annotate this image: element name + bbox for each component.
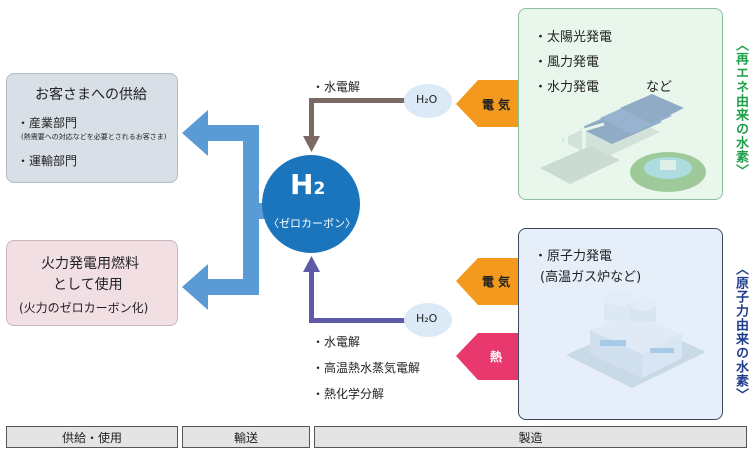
electricity-label-bottom: 電 気 [482,275,511,289]
thermal-line1: 火力発電用燃料 [41,256,139,272]
renewable-item-solar: ・太陽光発電 [534,30,613,45]
top-water-arrow [303,98,410,152]
renewable-box [518,8,723,200]
renewable-item-etc: など [646,80,673,95]
supply-customers-box: お客さまへの供給 ・産業部門 (熱需要への対応などを必要とされるお客さま) ・運… [6,73,178,183]
water-label-top: H₂O [416,93,438,106]
hydrogen-symbol: H2 [290,168,326,201]
thermal-fuel-box: 火力発電用燃料 として使用 (火力のゼロカーボン化) [6,240,178,326]
supply-item-transport: ・運輸部門 [17,154,78,168]
water-ellipse-top [404,84,452,118]
renewable-item-hydro: ・水力発電 [534,80,600,95]
footer-supply-use: 供給・使用 [6,426,178,448]
bottom-process-1: ・水電解 [312,335,361,349]
bottom-water-arrow [303,256,410,323]
bottom-process-2: ・高温熱水蒸気電解 [312,361,421,375]
thermal-line3: (火力のゼロカーボン化) [19,301,149,315]
water-ellipse-bottom [404,303,452,337]
heat-label: 熱 [490,350,503,364]
supply-arrows [182,110,265,310]
hydrogen-subscript: 2 [313,179,326,199]
thermal-line2: として使用 [53,277,123,293]
renewable-side-label: 〈再エネ由来の水素〉 [733,38,748,178]
water-label-bottom: H₂O [416,312,438,325]
nuclear-box [518,228,723,420]
heat-arrow [456,333,518,380]
nuclear-side-label: 〈原子力由来の水素〉 [733,262,748,402]
electricity-label-top: 電 気 [482,98,511,112]
supply-title: お客さまへの供給 [35,87,147,103]
renewable-item-wind: ・風力発電 [534,55,600,70]
electricity-arrow-bottom [456,258,518,305]
nuclear-item-htgr: (高温ガス炉など) [540,270,642,285]
footer-production: 製造 [314,426,747,448]
bottom-process-3: ・熱化学分解 [312,387,385,401]
hydrogen-circle [262,155,360,253]
top-process-label: ・水電解 [312,80,361,94]
nuclear-item-power: ・原子力発電 [534,249,613,264]
electricity-arrow-top [456,80,518,127]
supply-item-industry: ・産業部門 [17,116,78,130]
supply-item-industry-note: (熱需要への対応などを必要とされるお客さま) [21,133,167,141]
hydrogen-label: 〈ゼロカーボン〉 [268,217,356,230]
footer-transport: 輸送 [182,426,310,448]
